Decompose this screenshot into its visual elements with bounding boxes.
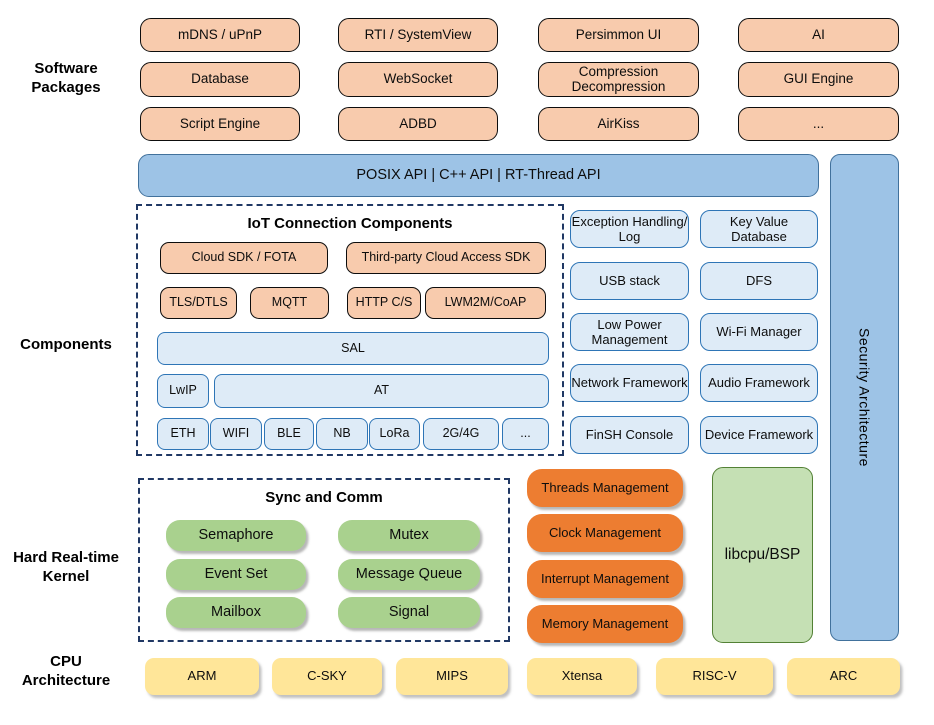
kernel-mailbox: Mailbox [166,597,306,628]
package-ai: AI [738,18,899,52]
cpu-arc: ARC [787,658,900,695]
package-gui-engine: GUI Engine [738,62,899,97]
cpu-architecture-label: CPU Architecture [21,653,111,689]
service-audio-framework: Audio Framework [700,364,818,402]
package-script-engine: Script Engine [140,107,300,141]
iot-tls-dtls: TLS/DTLS [160,287,237,319]
package-rti-systemview: RTI / SystemView [338,18,498,52]
kernel-memory-management: Memory Management [527,605,683,643]
package-mdns-upnp: mDNS / uPnP [140,18,300,52]
service-wifi-manager: Wi-Fi Manager [700,313,818,351]
api-bar: POSIX API | C++ API | RT-Thread API [138,154,819,197]
components-label: Components [20,336,112,353]
iot-link-wifi: WIFI [210,418,262,450]
sync-and-comm-group: Sync and Comm Semaphore Mutex Event Set … [138,478,510,642]
package-more: ... [738,107,899,141]
kernel-clock-management: Clock Management [527,514,683,552]
security-architecture-bar: Security Architecture [830,154,899,641]
iot-at-layer: AT [214,374,549,408]
package-persimmon-ui: Persimmon UI [538,18,699,52]
iot-link-2g4g: 2G/4G [423,418,499,450]
kernel-mutex: Mutex [338,520,480,551]
cpu-arm: ARM [145,658,259,695]
kernel-label: Hard Real-time Kernel [13,549,119,585]
iot-thirdparty-cloud-sdk: Third-party Cloud Access SDK [346,242,546,274]
service-finsh-console: FinSH Console [570,416,689,454]
kernel-threads-management: Threads Management [527,469,683,507]
kernel-semaphore: Semaphore [166,520,306,551]
sync-and-comm-title: Sync and Comm [265,489,383,506]
iot-connection-components-group: IoT Connection Components Cloud SDK / FO… [136,204,564,456]
iot-lwip: LwIP [157,374,209,408]
service-dfs: DFS [700,262,818,300]
service-exception-handling-log: Exception Handling/ Log [570,210,689,248]
iot-cloud-sdk-fota: Cloud SDK / FOTA [160,242,328,274]
cpu-mips: MIPS [396,658,508,695]
iot-mqtt: MQTT [250,287,329,319]
iot-group-title: IoT Connection Components [247,215,453,232]
iot-link-more: ... [502,418,549,450]
libcpu-bsp: libcpu/BSP [712,467,813,643]
iot-lwm2m-coap: LWM2M/CoAP [425,287,546,319]
iot-link-lora: LoRa [369,418,420,450]
package-database: Database [140,62,300,97]
iot-link-ble: BLE [264,418,314,450]
iot-link-eth: ETH [157,418,209,450]
service-network-framework: Network Framework [570,364,689,402]
service-low-power-management: Low Power Management [570,313,689,351]
iot-sal-layer: SAL [157,332,549,365]
kernel-message-queue: Message Queue [338,559,480,590]
kernel-signal: Signal [338,597,480,628]
service-key-value-database: Key Value Database [700,210,818,248]
package-compression-decompression: Compression Decompression [538,62,699,97]
kernel-event-set: Event Set [166,559,306,590]
package-adbd: ADBD [338,107,498,141]
cpu-xtensa: Xtensa [527,658,637,695]
cpu-risc-v: RISC-V [656,658,773,695]
service-device-framework: Device Framework [700,416,818,454]
package-airkiss: AirKiss [538,107,699,141]
iot-link-nb: NB [316,418,368,450]
package-websocket: WebSocket [338,62,498,97]
iot-http-cs: HTTP C/S [347,287,421,319]
software-packages-label: Software Packages [31,60,101,96]
service-usb-stack: USB stack [570,262,689,300]
cpu-c-sky: C-SKY [272,658,382,695]
kernel-interrupt-management: Interrupt Management [527,560,683,598]
